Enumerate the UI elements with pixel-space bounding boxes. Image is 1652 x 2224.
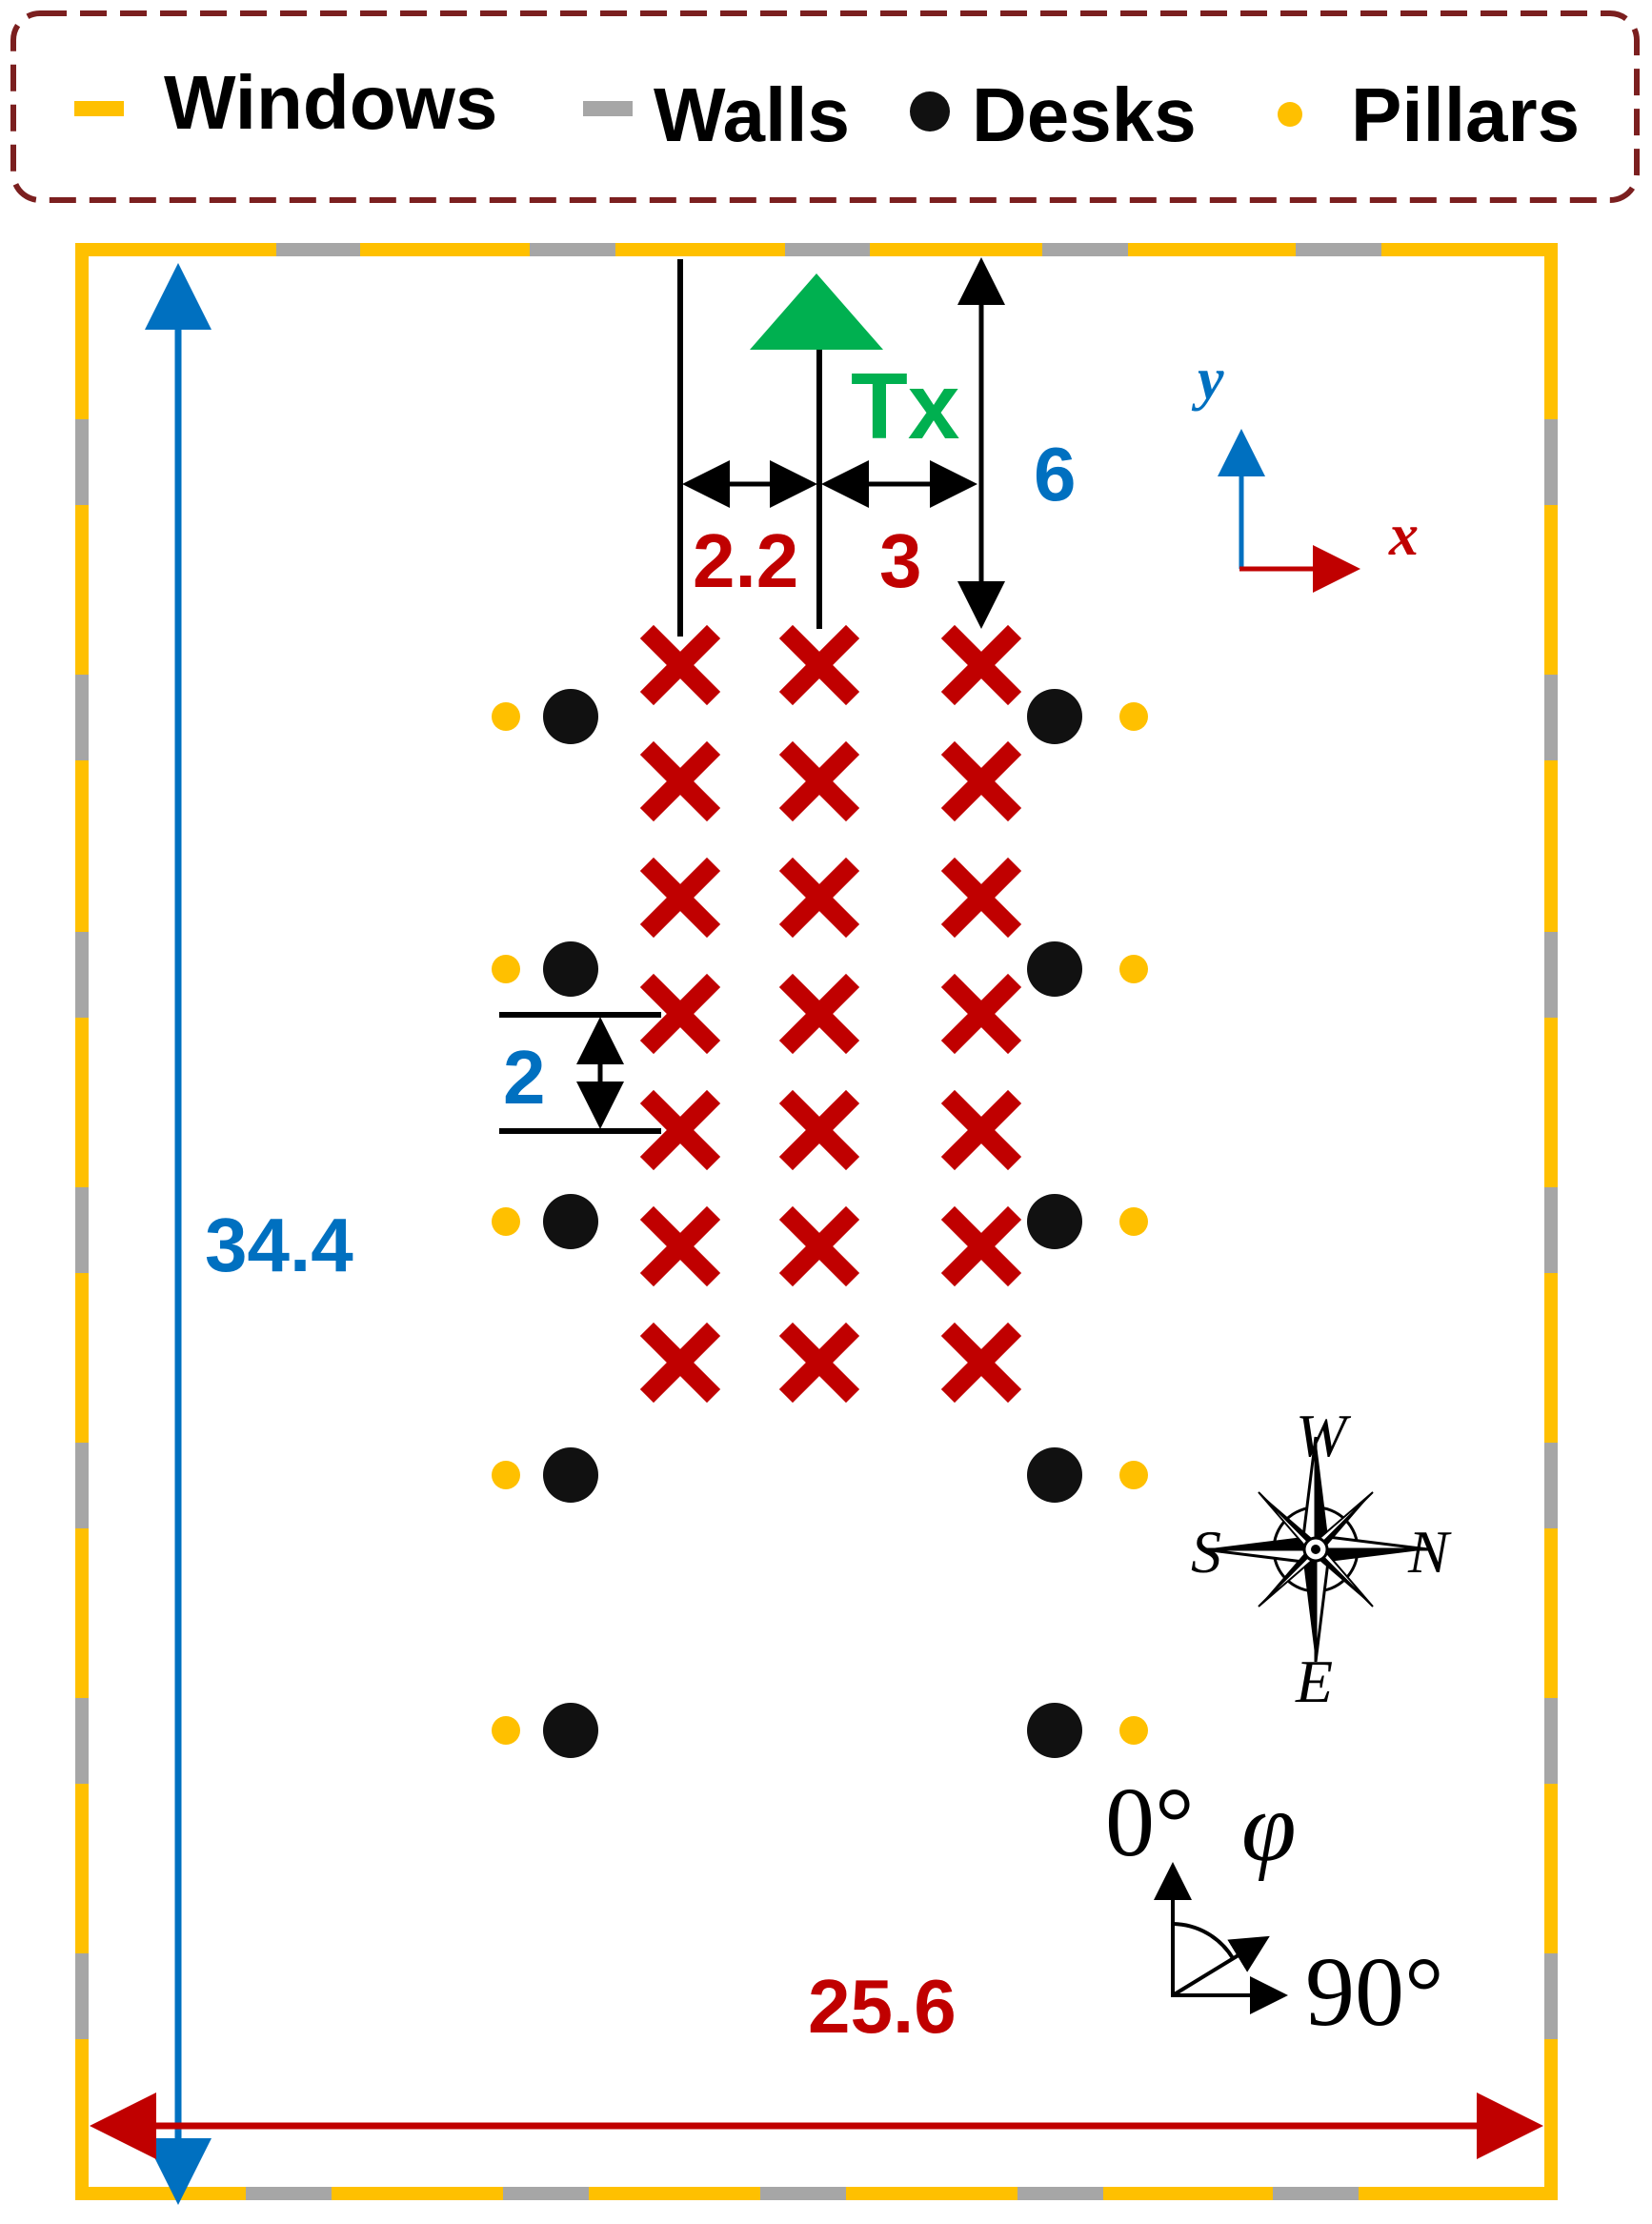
pillar: [492, 1461, 520, 1489]
compass-south-label: S: [1191, 1518, 1221, 1586]
angle-zero-label: 0°: [1105, 1768, 1195, 1877]
desk: [543, 1194, 598, 1249]
legend-walls-label: Walls: [654, 72, 850, 157]
room-width-label: 25.6: [808, 1964, 957, 2049]
coordinate-axes: y x: [1191, 347, 1419, 593]
legend-desks-marker: [910, 91, 950, 131]
desk: [1027, 1447, 1082, 1503]
legend-pillars-marker: [1278, 102, 1302, 127]
room-walls: [75, 243, 1558, 2200]
tx-triangle: [750, 273, 883, 350]
receiver-marker: [778, 857, 860, 939]
transmitter: Tx: [750, 273, 959, 629]
angle-symbol: φ: [1241, 1772, 1297, 1882]
legend-pillars-label: Pillars: [1351, 72, 1580, 157]
room-boundary: [75, 243, 1558, 2200]
receiver-marker: [639, 740, 721, 822]
left-column-spacing-label: 2.2: [693, 518, 798, 603]
desk: [543, 1447, 598, 1503]
angle-arc: [1172, 1922, 1235, 1960]
receiver-marker: [639, 857, 721, 939]
room-length-dimension: 34.4: [145, 263, 353, 2205]
pillar: [492, 1716, 520, 1745]
receiver-marker: [778, 973, 860, 1055]
angle-direction-arrow: [1171, 1935, 1270, 1997]
tx-distance-label: 6: [1034, 432, 1077, 516]
receiver-marker: [940, 1322, 1022, 1404]
pillar: [1119, 955, 1148, 983]
desk: [543, 941, 598, 997]
tx-dimensions: 2.2 3 6: [677, 257, 1077, 637]
receiver-marker: [639, 1089, 721, 1171]
legend-walls-swatch: [583, 101, 633, 116]
receiver-marker: [639, 624, 721, 706]
receiver-marker: [940, 973, 1022, 1055]
legend-windows-swatch: [74, 101, 124, 116]
furniture: [492, 689, 1148, 1758]
pillar: [492, 955, 520, 983]
desk: [543, 1703, 598, 1758]
room-length-label: 34.4: [205, 1203, 353, 1287]
compass-west-label: W: [1296, 1402, 1352, 1469]
tx-label: Tx: [851, 354, 959, 458]
desk: [1027, 1703, 1082, 1758]
receiver-marker: [778, 1089, 860, 1171]
pillar: [492, 702, 520, 731]
row-spacing-label: 2: [503, 1035, 546, 1120]
receiver-grid: [639, 624, 1022, 1404]
desk: [1027, 1194, 1082, 1249]
y-axis-label: y: [1191, 347, 1224, 412]
pillar: [1119, 1207, 1148, 1236]
receiver-marker: [778, 1205, 860, 1287]
receiver-marker: [940, 857, 1022, 939]
receiver-marker: [639, 973, 721, 1055]
pillar: [1119, 1461, 1148, 1489]
legend-border: [10, 10, 1640, 203]
receiver-marker: [639, 1322, 721, 1404]
pillar: [1119, 1716, 1148, 1745]
legend-desks-label: Desks: [972, 72, 1197, 157]
desk: [543, 689, 598, 744]
compass-north-label: N: [1407, 1518, 1452, 1586]
row-spacing-annotation: 2: [499, 1012, 661, 1134]
receiver-marker: [940, 1089, 1022, 1171]
right-column-spacing-label: 3: [879, 518, 922, 603]
legend: Windows Walls Desks Pillars: [10, 10, 1640, 203]
receiver-marker: [940, 624, 1022, 706]
compass-icon: [1202, 1436, 1429, 1663]
receiver-marker: [778, 740, 860, 822]
legend-windows-label: Windows: [164, 60, 497, 145]
compass-east-label: E: [1295, 1648, 1333, 1715]
desk: [1027, 941, 1082, 997]
receiver-marker: [778, 1322, 860, 1404]
desk: [1027, 689, 1082, 744]
pillar: [1119, 702, 1148, 731]
angle-reference: 0° φ 90°: [1105, 1768, 1444, 2047]
receiver-marker: [778, 624, 860, 706]
receiver-marker: [940, 1205, 1022, 1287]
room-width-dimension: 25.6: [90, 1964, 1543, 2159]
pillar: [492, 1207, 520, 1236]
receiver-marker: [940, 740, 1022, 822]
angle-ninety-label: 90°: [1305, 1937, 1444, 2047]
compass-rose: W S N E: [1191, 1402, 1452, 1715]
receiver-marker: [639, 1205, 721, 1287]
x-axis-label: x: [1388, 503, 1419, 568]
